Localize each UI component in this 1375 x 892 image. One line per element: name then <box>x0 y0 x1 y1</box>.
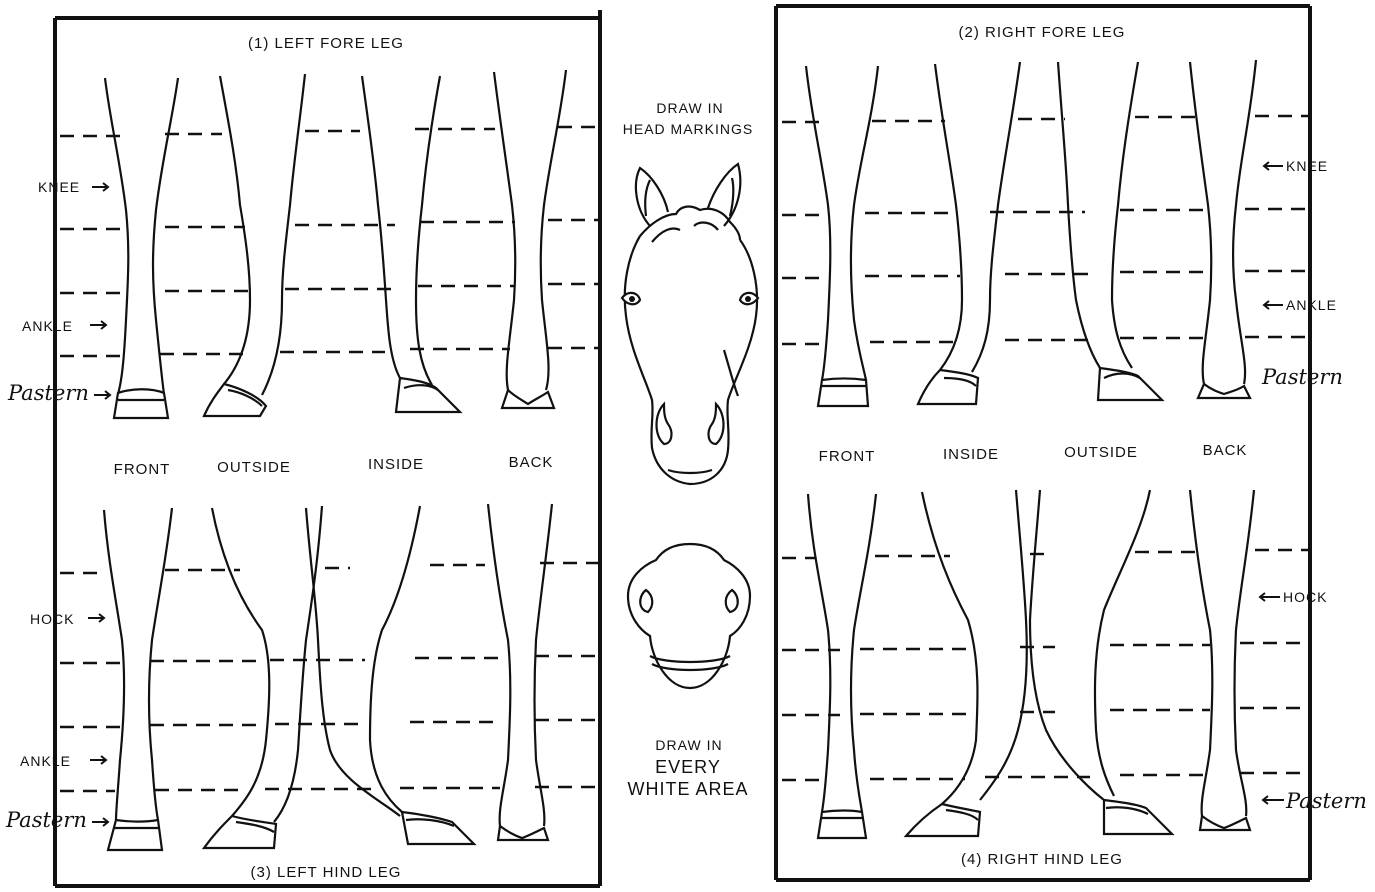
right-hind-leg-title: (4) RIGHT HIND LEG <box>961 851 1123 868</box>
right-hind-back-leg <box>1190 490 1254 830</box>
head-instruction-line-2: HEAD MARKINGS <box>623 121 753 137</box>
right-fore-front-leg <box>806 66 878 406</box>
pastern-label: Pastern <box>5 808 87 832</box>
ankle-label: ANKLE <box>22 318 73 334</box>
right-view-labels: FRONT INSIDE OUTSIDE BACK <box>819 442 1248 465</box>
left-fore-inside-leg <box>362 76 460 412</box>
view-label-inside: INSIDE <box>943 446 999 463</box>
head-instruction-line-1: DRAW IN <box>656 100 723 116</box>
hock-label: HOCK <box>1283 589 1327 605</box>
view-label-front: FRONT <box>819 448 876 465</box>
knee-label: KNEE <box>1286 158 1328 174</box>
ankle-label: ANKLE <box>1286 297 1337 313</box>
right-hind-outside-leg <box>1030 490 1172 834</box>
left-hind-leg-title: (3) LEFT HIND LEG <box>251 864 402 881</box>
right-hind-inside-leg <box>906 490 1027 836</box>
right-fore-outside-leg <box>1058 62 1162 400</box>
pastern-label: Pastern <box>1285 789 1367 813</box>
knee-label: KNEE <box>38 179 80 195</box>
right-fore-dashed-lines <box>782 116 1308 344</box>
right-fore-back-leg <box>1190 60 1256 398</box>
horse-head-front-drawing <box>622 164 758 484</box>
right-fore-side-labels: KNEE ANKLE Pastern <box>1261 158 1343 389</box>
left-fore-dashed-lines <box>60 127 600 356</box>
left-hind-back-leg <box>488 504 552 840</box>
hock-label: HOCK <box>30 611 74 627</box>
view-label-outside: OUTSIDE <box>217 459 291 476</box>
view-label-outside: OUTSIDE <box>1064 444 1138 461</box>
left-fore-leg-title: (1) LEFT FORE LEG <box>248 35 404 52</box>
view-label-back: BACK <box>509 454 554 471</box>
left-fore-outside-leg <box>204 74 305 416</box>
left-fore-front-leg <box>105 78 178 418</box>
left-hind-outside-leg <box>204 506 322 848</box>
left-panel-frame <box>55 10 600 886</box>
view-label-front: FRONT <box>114 461 171 478</box>
ankle-label: ANKLE <box>20 753 71 769</box>
pastern-label: Pastern <box>7 381 89 405</box>
view-label-back: BACK <box>1203 442 1248 459</box>
left-hind-dashed-lines <box>60 563 600 791</box>
view-label-inside: INSIDE <box>368 456 424 473</box>
right-hind-front-leg <box>808 494 876 838</box>
left-view-labels: FRONT OUTSIDE INSIDE BACK <box>114 454 554 478</box>
left-hind-inside-leg <box>306 506 474 844</box>
horse-muzzle-drawing <box>628 544 750 688</box>
right-fore-leg-title: (2) RIGHT FORE LEG <box>959 24 1126 41</box>
left-fore-back-leg <box>494 70 566 408</box>
bottom-instruction-line-3: WHITE AREA <box>627 779 748 799</box>
right-fore-inside-leg <box>918 62 1020 404</box>
bottom-instruction-line-2: EVERY <box>655 757 721 777</box>
right-hind-side-labels: HOCK Pastern <box>1260 589 1367 813</box>
left-hind-front-leg <box>104 508 172 850</box>
pastern-label: Pastern <box>1261 365 1343 389</box>
bottom-instruction-line-1: DRAW IN <box>655 737 722 753</box>
